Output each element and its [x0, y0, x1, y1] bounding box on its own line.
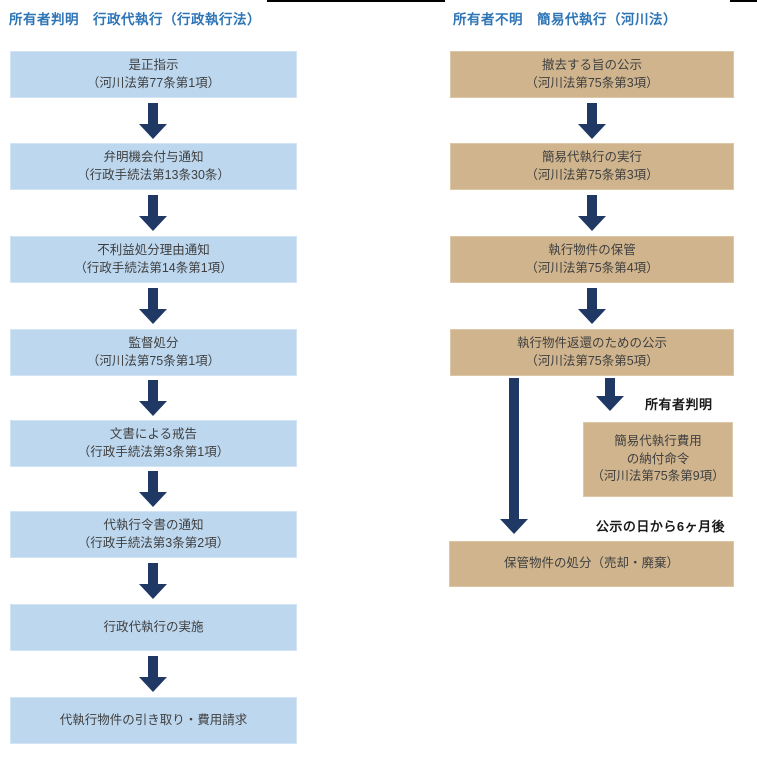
- left-flow-title: 所有者判明 行政代執行（行政執行法）: [9, 12, 261, 27]
- arrow-head: [139, 216, 167, 231]
- box-line: 執行物件の保管: [548, 243, 636, 257]
- box-line: （河川法第75条第9項）: [591, 469, 725, 484]
- box-line: （行政手続法第13条30条）: [77, 167, 230, 182]
- arrow-head: [578, 309, 606, 324]
- down-arrow: [578, 288, 606, 324]
- down-arrow: [139, 103, 167, 139]
- arrow-shaft: [148, 656, 158, 677]
- box-line: 簡易代執行の実行: [541, 150, 642, 164]
- top-border-segment: [267, 0, 445, 2]
- box-removal-public-notice: 撤去する旨の公示 （河川法第75条第3項）: [450, 51, 734, 98]
- box-return-public-notice: 執行物件返還のための公示 （河川法第75条第5項）: [450, 329, 734, 376]
- box-simple-execution: 簡易代執行の実行 （河川法第75条第3項）: [450, 143, 734, 190]
- box-property-storage: 執行物件の保管 （河川法第75条第4項）: [450, 236, 734, 283]
- box-line: （行政手続法第14条第1項）: [74, 260, 233, 275]
- arrow-head: [596, 396, 624, 411]
- box-correction-instruction: 是正指示 （河川法第77条第1項）: [10, 51, 297, 98]
- box-line: 行政代執行の実施: [103, 619, 204, 634]
- box-supervisory-disposition: 監督処分 （河川法第75条第1項）: [10, 329, 297, 376]
- box-line: 不利益処分理由通知: [97, 243, 210, 257]
- arrow-shaft: [509, 378, 519, 519]
- box-line: 代執行物件の引き取り・費用請求: [59, 712, 248, 727]
- six-month-label: 公示の日から6ヶ月後: [595, 519, 726, 534]
- box-line: 文書による戒告: [109, 427, 198, 441]
- arrow-shaft: [587, 288, 597, 309]
- top-border-segment: [730, 0, 757, 2]
- down-arrow: [139, 195, 167, 231]
- owner-identified-label: 所有者判明: [645, 397, 713, 412]
- arrow-head: [139, 584, 167, 599]
- arrow-shaft: [148, 195, 158, 216]
- box-property-disposal: 保管物件の処分（売却・廃棄）: [449, 541, 734, 587]
- box-payment-order: 簡易代執行費用 の納付命令 （河川法第75条第9項）: [583, 422, 733, 497]
- arrow-head: [139, 124, 167, 139]
- arrow-shaft: [148, 471, 158, 492]
- box-written-warning: 文書による戒告 （行政手続法第3条第1項）: [10, 420, 297, 467]
- down-arrow: [578, 103, 606, 139]
- box-line: 撤去する旨の公示: [541, 58, 642, 72]
- arrow-head: [139, 401, 167, 416]
- arrow-shaft: [587, 103, 597, 124]
- box-execution-order-notice: 代執行令書の通知 （行政手続法第3条第2項）: [10, 511, 297, 558]
- arrow-head: [139, 492, 167, 507]
- arrow-head: [578, 124, 606, 139]
- right-flow-title: 所有者不明 簡易代執行（河川法）: [453, 12, 677, 27]
- arrow-head: [139, 677, 167, 692]
- box-line: の納付命令: [626, 451, 690, 466]
- arrow-shaft: [605, 378, 615, 396]
- box-line: （行政手続法第3条第2項）: [77, 535, 230, 550]
- down-arrow: [139, 380, 167, 416]
- arrow-shaft: [148, 103, 158, 124]
- box-line: 執行物件返還のための公示: [516, 336, 667, 350]
- arrow-shaft: [587, 195, 597, 216]
- box-line: （河川法第75条第1項）: [86, 353, 221, 368]
- box-line: 代執行令書の通知: [103, 518, 204, 532]
- arrow-head: [500, 519, 528, 534]
- box-explanation-opportunity-notice: 弁明機会付与通知 （行政手続法第13条30条）: [10, 143, 297, 190]
- box-line: 弁明機会付与通知: [103, 150, 204, 164]
- box-line: 保管物件の処分（売却・廃棄）: [503, 556, 679, 571]
- box-line: （河川法第75条第4項）: [525, 260, 659, 275]
- down-arrow: [139, 471, 167, 507]
- arrow-shaft: [148, 288, 158, 309]
- down-arrow: [139, 288, 167, 324]
- box-line: 監督処分: [128, 336, 179, 350]
- box-property-pickup-cost-claim: 代執行物件の引き取り・費用請求: [10, 697, 297, 744]
- arrow-shaft: [148, 380, 158, 401]
- box-line: 簡易代執行費用: [614, 434, 702, 449]
- box-administrative-execution: 行政代執行の実施: [10, 604, 297, 651]
- box-line: （河川法第75条第3項）: [525, 75, 659, 90]
- down-arrow-long: [500, 378, 528, 534]
- box-line: （行政手続法第3条第1項）: [77, 444, 230, 459]
- down-arrow: [578, 195, 606, 231]
- down-arrow: [139, 656, 167, 692]
- box-line: 是正指示: [128, 58, 179, 72]
- arrow-head: [139, 309, 167, 324]
- down-arrow: [139, 563, 167, 599]
- box-line: （河川法第77条第1項）: [86, 75, 221, 90]
- box-adverse-disposition-reason-notice: 不利益処分理由通知 （行政手続法第14条第1項）: [10, 236, 297, 283]
- box-line: （河川法第75条第5項）: [525, 353, 659, 368]
- box-line: （河川法第75条第3項）: [525, 167, 659, 182]
- arrow-head: [578, 216, 606, 231]
- down-arrow-branch: [596, 378, 624, 411]
- arrow-shaft: [148, 563, 158, 584]
